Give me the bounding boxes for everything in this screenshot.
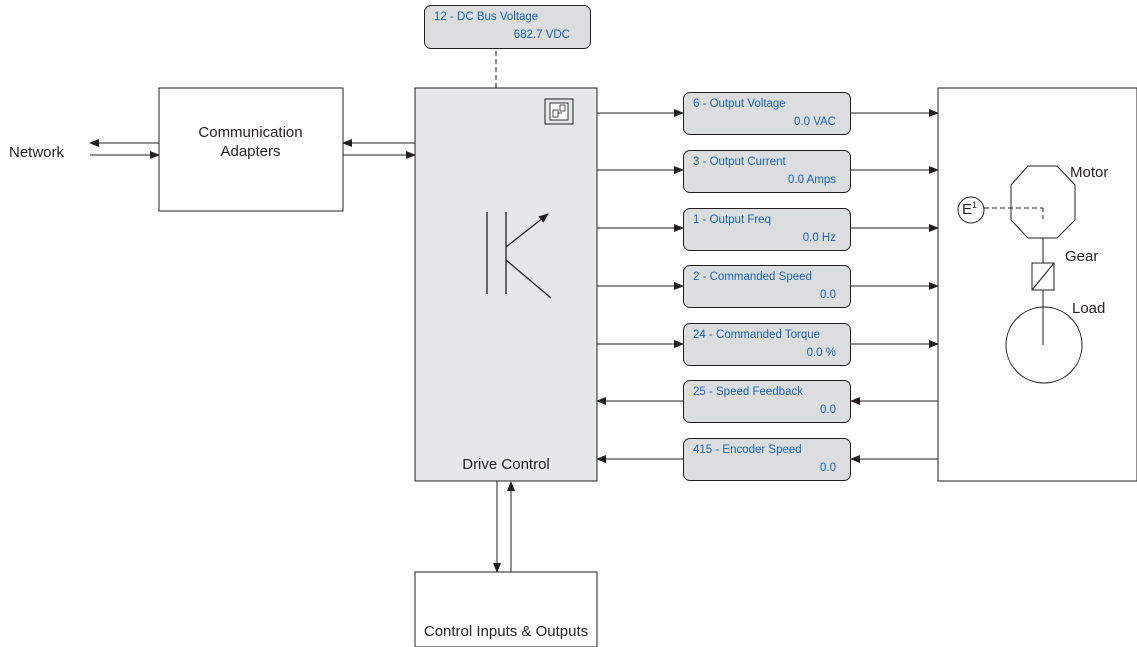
load-label: Load [1072,300,1106,317]
control-io-label: Control Inputs & Outputs [423,623,589,640]
drive-control-label: Drive Control [462,456,550,473]
param-name: 2 - Commanded Speed [693,271,812,283]
encoder-speed-param[interactable]: 415 - Encoder Speed 0.0 [683,438,851,481]
encoder-letter: E [962,201,973,218]
param-name: 6 - Output Voltage [693,98,786,110]
output-current-param[interactable]: 3 - Output Current 0.0 Amps [683,150,851,193]
param-value: 0.0 [820,462,836,474]
param-name: 25 - Speed Feedback [693,386,803,398]
param-name: 24 - Commanded Torque [693,329,820,341]
dc-bus-voltage-param[interactable]: 12 - DC Bus Voltage 682.7 VDC [424,5,591,49]
control-io-block[interactable] [414,571,598,647]
communication-adapters-block[interactable] [158,87,344,212]
param-name: 12 - DC Bus Voltage [434,11,539,23]
config-icon[interactable] [544,98,574,125]
commanded-speed-param[interactable]: 2 - Commanded Speed 0.0 [683,265,851,308]
load-symbol [1005,306,1083,384]
param-name: 3 - Output Current [693,156,786,168]
motor-symbol [1010,165,1076,239]
communication-adapters-line2: Adapters [220,143,281,160]
network-label: Network [9,144,65,161]
param-name: 415 - Encoder Speed [693,444,802,456]
encoder-superscript: 1 [972,200,978,210]
param-value: 0.0 Amps [788,174,836,186]
param-value: 0.0 Hz [802,232,836,244]
motor-label: Motor [1070,164,1109,181]
communication-adapters-label: Communication Adapters [159,123,342,161]
param-value: 0.0 VAC [794,116,836,128]
output-voltage-param[interactable]: 6 - Output Voltage 0.0 VAC [683,92,851,135]
commanded-torque-param[interactable]: 24 - Commanded Torque 0.0 % [683,323,851,366]
param-value: 682.7 VDC [513,29,570,41]
param-value: 0.0 % [806,347,836,359]
transistor-symbol [486,212,552,299]
encoder-label: E1 [962,200,977,218]
encoder-symbol [957,196,985,224]
gear-label: Gear [1065,248,1099,265]
speed-feedback-param[interactable]: 25 - Speed Feedback 0.0 [683,380,851,423]
param-value: 0.0 [820,404,836,416]
param-name: 1 - Output Freq [693,214,771,226]
gear-diagonal [1031,262,1055,291]
communication-adapters-line1: Communication [198,124,303,141]
output-freq-param[interactable]: 1 - Output Freq 0.0 Hz [683,208,851,251]
param-value: 0.0 [820,289,836,301]
